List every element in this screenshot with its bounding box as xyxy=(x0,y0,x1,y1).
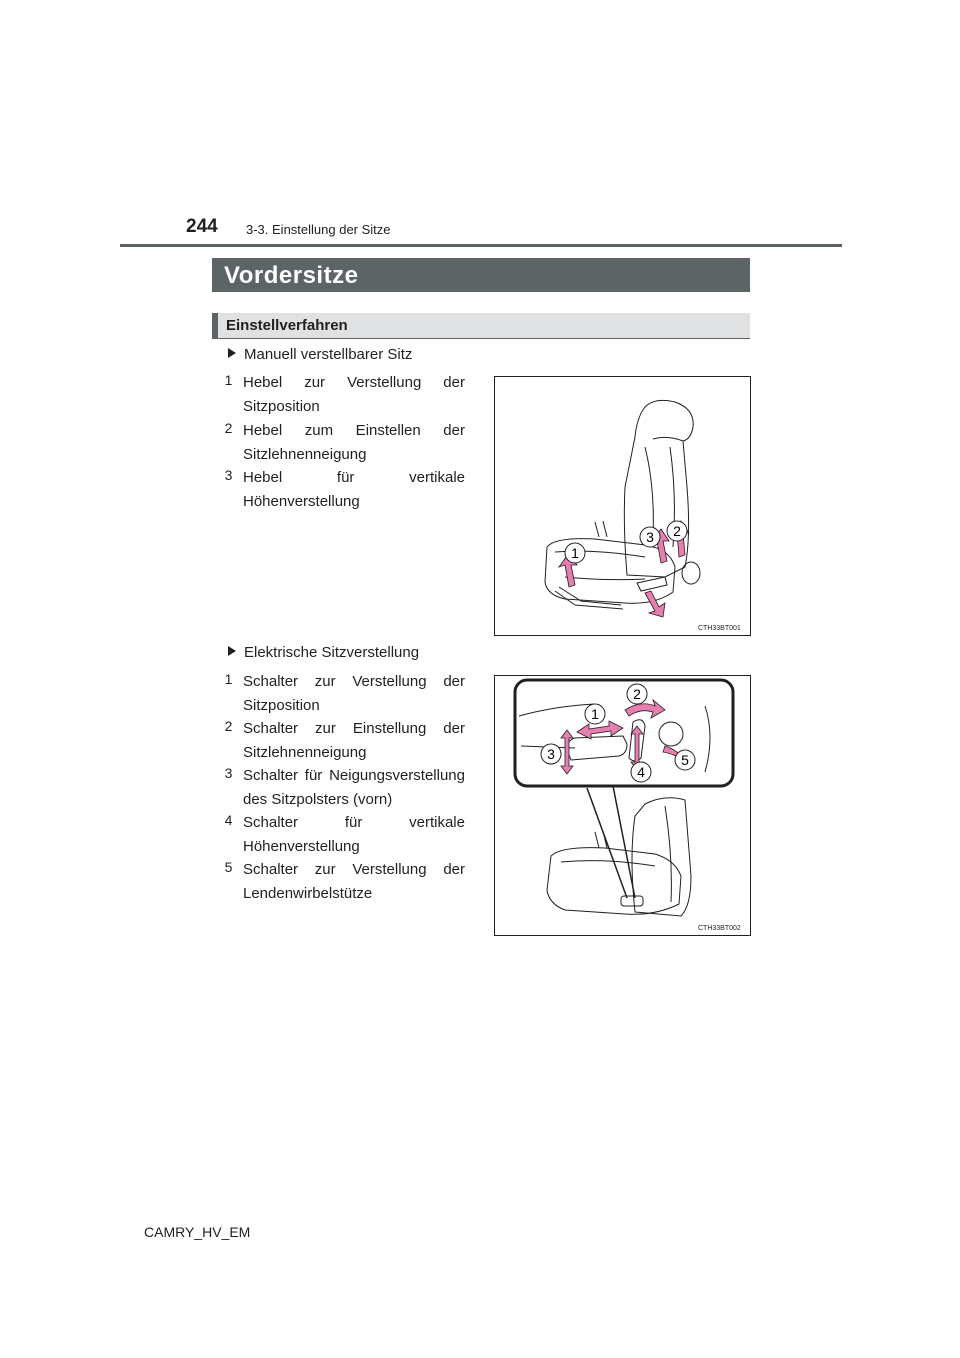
item-number: 1 xyxy=(224,671,233,687)
callout-1: 1 xyxy=(591,706,599,722)
callout-5: 5 xyxy=(681,752,689,768)
callout-3: 3 xyxy=(646,529,654,545)
manual-seat-title: Manuell verstellbarer Sitz xyxy=(244,346,413,363)
list-item: Schalter für vertikale Höhenverstellung xyxy=(243,814,465,855)
sub-heading: Einstellverfahren xyxy=(212,313,750,339)
callouts: 1 2 3 4 5 xyxy=(540,683,696,783)
figure-code: CTH33BT002 xyxy=(698,925,741,932)
bullet-triangle-icon xyxy=(228,646,236,656)
callout-4: 4 xyxy=(637,764,645,780)
manual-seat-figure: 1 2 3 CTH33BT001 xyxy=(494,376,751,636)
bullet-triangle-icon xyxy=(228,348,236,358)
list-item: Schalter zur Verstellung der Sitzpositio… xyxy=(243,673,465,714)
callout-3: 3 xyxy=(547,746,555,762)
item-number: 4 xyxy=(224,812,233,828)
power-seat-title: Elektrische Sitzverstellung xyxy=(244,644,420,661)
header-rule xyxy=(120,244,842,247)
callout-1: 1 xyxy=(571,545,579,561)
power-seat-heading: Elektrische Sitzverstellung xyxy=(228,644,419,661)
item-number: 3 xyxy=(224,765,233,781)
callout-2: 2 xyxy=(633,686,641,702)
power-seat-figure: 1 2 3 4 5 CTH33BT002 xyxy=(494,675,751,936)
figure-code: CTH33BT001 xyxy=(698,625,741,632)
list-item: Hebel zum Einstellen der Sitzlehnenneigu… xyxy=(243,422,465,463)
section-title: 3-3. Einstellung der Sitze xyxy=(246,222,391,237)
list-item: Schalter zur Verstellung der Lendenwirbe… xyxy=(243,861,465,902)
item-number: 5 xyxy=(224,859,233,875)
list-item: Hebel für vertikale Höhenverstellung xyxy=(243,469,465,510)
power-seat-illustration: 1 2 3 4 5 xyxy=(513,678,735,917)
item-number: 2 xyxy=(224,718,233,734)
callouts: 1 2 3 xyxy=(564,520,688,564)
main-heading: Vordersitze xyxy=(212,258,750,292)
main-heading-text: Vordersitze xyxy=(224,262,359,289)
callout-2: 2 xyxy=(673,523,681,539)
list-item: Schalter zur Einstellung der Sitzlehnenn… xyxy=(243,720,465,761)
sub-heading-text: Einstellverfahren xyxy=(226,317,348,334)
list-item: Hebel zur Verstellung der Sitzposition xyxy=(243,374,465,415)
item-number: 3 xyxy=(224,467,233,483)
item-number: 1 xyxy=(224,372,233,388)
manual-seat-illustration: 1 2 3 xyxy=(544,399,701,618)
page-number: 244 xyxy=(186,216,218,237)
item-number: 2 xyxy=(224,420,233,436)
list-item: Schalter für Neigungsverstellung des Sit… xyxy=(243,767,465,808)
manual-seat-heading: Manuell verstellbarer Sitz xyxy=(228,346,412,363)
footer-model-code: CAMRY_HV_EM xyxy=(144,1224,251,1240)
